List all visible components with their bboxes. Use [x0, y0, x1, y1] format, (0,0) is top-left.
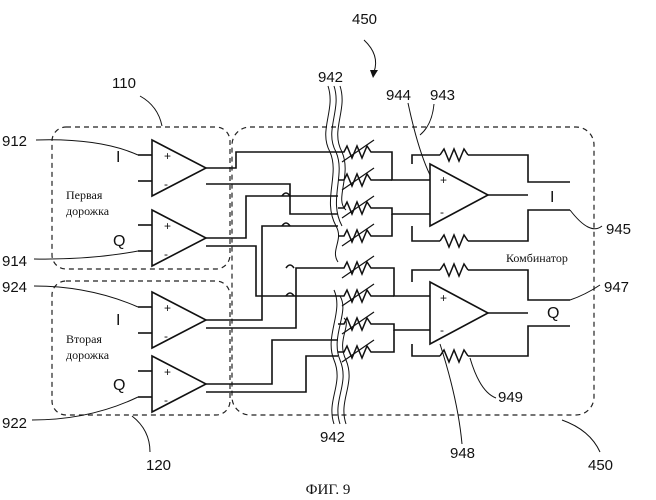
svg-text:+: +: [440, 291, 447, 305]
amp-914-input-label: Q: [113, 233, 125, 250]
ref-450-bottom: 450: [588, 457, 613, 474]
ref-914: 914: [2, 253, 27, 270]
svg-text:+: +: [164, 219, 171, 233]
amplifier-912: + -: [138, 140, 206, 196]
svg-text:-: -: [164, 177, 168, 191]
ref-948: 948: [450, 445, 475, 462]
amp-922-input-label: Q: [113, 377, 125, 394]
ref-110: 110: [112, 75, 136, 92]
routing-wires: [206, 152, 338, 392]
ref-949: 949: [498, 389, 523, 406]
combiner-label: Комбинатор: [506, 251, 568, 265]
ref-450-top: 450: [352, 11, 377, 28]
svg-text:-: -: [164, 247, 168, 261]
svg-text:-: -: [164, 329, 168, 343]
output-q-label: Q: [547, 305, 559, 322]
first-path-label-line2: дорожка: [66, 204, 110, 218]
ref-944: 944: [386, 87, 411, 104]
ref-947: 947: [604, 279, 629, 296]
svg-text:+: +: [164, 365, 171, 379]
svg-text:-: -: [164, 393, 168, 407]
first-path-label-line1: Первая: [66, 188, 103, 202]
combiner-amplifier-i: + -: [430, 164, 488, 226]
variable-resistor-bank-942: [338, 140, 380, 362]
ref-942-top: 942: [318, 69, 343, 86]
svg-text:+: +: [440, 173, 447, 187]
output-i-label: I: [550, 189, 554, 206]
ref-945: 945: [606, 221, 631, 238]
figure-caption: ФИГ. 9: [306, 482, 351, 498]
amp-912-input-label: I: [116, 149, 120, 166]
svg-text:-: -: [440, 323, 444, 337]
svg-text:+: +: [164, 149, 171, 163]
amp-924-input-label: I: [116, 312, 120, 329]
combiner-input-wires: [380, 152, 430, 352]
amplifier-924: + -: [138, 292, 206, 348]
svg-text:-: -: [440, 205, 444, 219]
ref-943: 943: [430, 87, 455, 104]
ref-912: 912: [2, 133, 27, 150]
combiner-box-450: [232, 127, 594, 415]
ref-942-bottom: 942: [320, 429, 345, 446]
ref-924: 924: [2, 279, 27, 296]
ref-922: 922: [2, 415, 27, 432]
second-path-label-line1: Вторая: [66, 332, 102, 346]
combiner-amplifier-q: + -: [430, 282, 488, 344]
second-path-label-line2: дорожка: [66, 348, 110, 362]
ref-120: 120: [146, 457, 171, 474]
amplifier-914: + -: [138, 210, 206, 266]
svg-text:+: +: [164, 301, 171, 315]
amplifier-922: + -: [138, 356, 206, 412]
